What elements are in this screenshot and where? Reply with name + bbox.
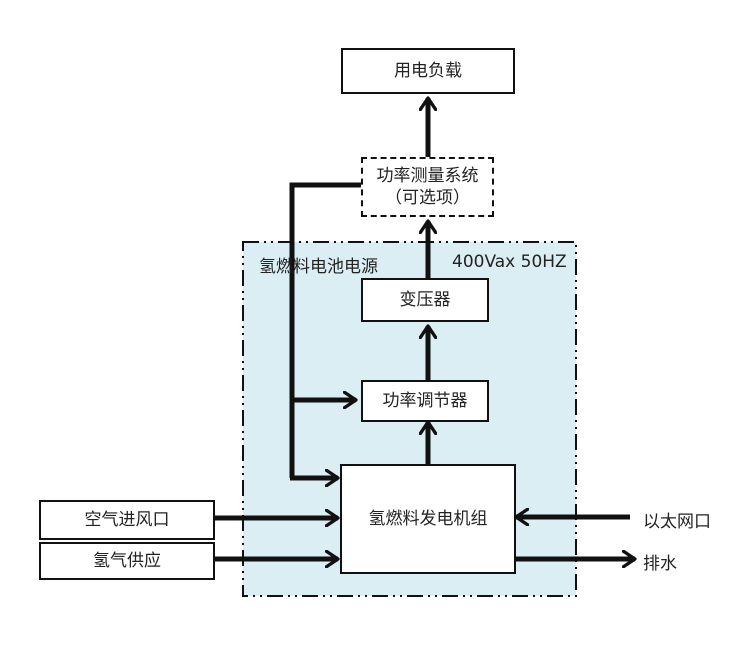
node-power-conditioner-label: 功率调节器	[382, 391, 468, 411]
node-hydrogen-supply: 氢气供应	[39, 542, 215, 580]
node-transformer-label: 变压器	[399, 290, 451, 310]
node-power-meter-optional: （可选项）	[385, 188, 470, 208]
node-power-meter: 功率测量系统 （可选项）	[361, 157, 494, 217]
node-generator-label: 氢燃料发电机组	[368, 509, 488, 529]
edge-meter-feedback-trunk	[289, 182, 361, 478]
region-border	[242, 241, 577, 597]
node-air-inlet: 空气进风口	[39, 500, 215, 540]
node-transformer: 变压器	[361, 278, 489, 322]
region-title: 氢燃料电池电源	[259, 257, 378, 277]
node-hydrogen-supply-label: 氢气供应	[93, 551, 161, 571]
node-power-conditioner: 功率调节器	[361, 380, 489, 422]
node-ethernet-label: 以太网口	[643, 512, 711, 532]
node-air-inlet-label: 空气进风口	[84, 510, 170, 530]
node-load-label: 用电负载	[394, 61, 462, 81]
node-generator: 氢燃料发电机组	[340, 464, 516, 574]
region-spec: 400Vax 50HZ	[452, 252, 567, 272]
node-drain-label: 排水	[643, 554, 677, 574]
node-power-meter-label: 功率测量系统	[376, 166, 479, 186]
node-load: 用电负载	[341, 48, 515, 94]
